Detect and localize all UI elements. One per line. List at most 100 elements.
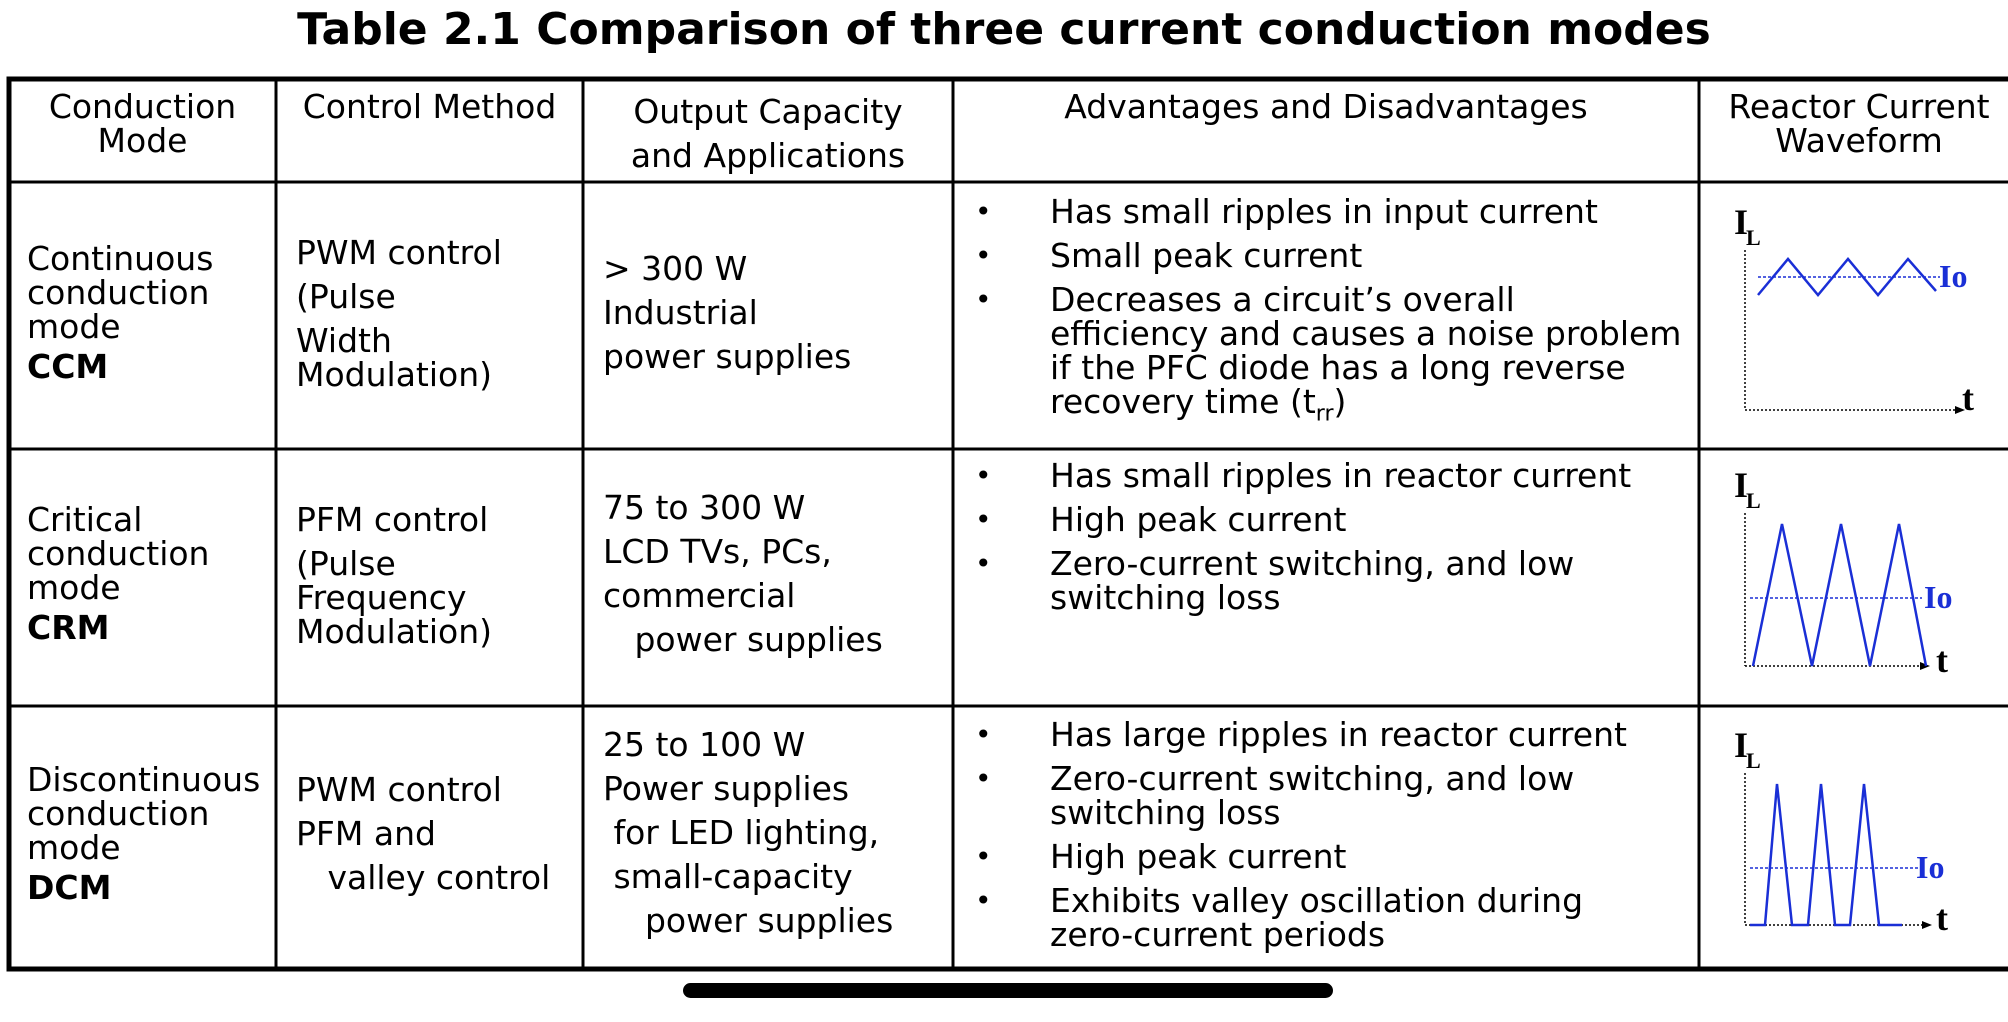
mode-line: Discontinuous bbox=[27, 760, 261, 799]
bullet-icon: • bbox=[975, 547, 992, 580]
wave-y-subscript: L bbox=[1746, 748, 1761, 773]
control-line: PWM control bbox=[296, 233, 502, 272]
bullet-text: High peak current bbox=[1050, 837, 1347, 876]
crm-waveform-chart: I L t Io bbox=[1734, 465, 1952, 680]
row-dcm-output: 25 to 100 W Power supplies for LED light… bbox=[603, 728, 948, 938]
list-item: •High peak current bbox=[953, 503, 1683, 537]
header-conduction-mode: Conduction Mode bbox=[9, 90, 276, 158]
header-waveform: Reactor Current Waveform bbox=[1699, 90, 2008, 158]
row-crm-advantages: •Has small ripples in reactor current •H… bbox=[953, 459, 1683, 625]
control-line: Width bbox=[296, 321, 392, 360]
row-ccm-control: PWM control (Pulse Width Modulation) bbox=[296, 236, 581, 392]
bullet-text: Decreases a circuit’s overall efficiency… bbox=[1050, 280, 1682, 421]
bullet-text: Has small ripples in reactor current bbox=[1050, 456, 1632, 495]
list-item: •Small peak current bbox=[953, 239, 1683, 273]
output-line: > 300 W bbox=[603, 249, 748, 288]
wave-y-subscript: L bbox=[1746, 225, 1761, 250]
mode-line: conduction bbox=[27, 273, 210, 312]
output-line: power supplies bbox=[603, 901, 894, 940]
header-output-line: and Applications bbox=[630, 136, 906, 175]
row-dcm-control: PWM control PFM and valley control bbox=[296, 773, 581, 895]
header-output-capacity: Output Capacity and Applications bbox=[583, 90, 953, 178]
control-line: Frequency bbox=[296, 578, 467, 617]
mode-abbreviation: CCM bbox=[27, 347, 109, 386]
bullet-icon: • bbox=[975, 718, 992, 751]
output-line: power supplies bbox=[603, 620, 883, 659]
mode-abbreviation: DCM bbox=[27, 868, 112, 907]
header-waveform-line: Reactor Current bbox=[1728, 87, 1990, 126]
header-waveform-line: Waveform bbox=[1775, 121, 1943, 160]
header-mode-line: Conduction bbox=[48, 87, 237, 126]
dcm-waveform-chart: I L t Io bbox=[1734, 725, 1948, 938]
bullet-text: Small peak current bbox=[1050, 236, 1363, 275]
output-line: power supplies bbox=[603, 337, 852, 376]
row-crm-control: PFM control (Pulse Frequency Modulation) bbox=[296, 503, 581, 649]
mode-line: mode bbox=[27, 828, 121, 867]
list-item: • Zero-current switching, and low switchi… bbox=[953, 547, 1683, 615]
output-line: 25 to 100 W bbox=[603, 725, 806, 764]
control-line: Modulation) bbox=[296, 355, 493, 394]
mode-line: mode bbox=[27, 307, 121, 346]
output-line: commercial bbox=[603, 576, 796, 615]
wave-average-label: Io bbox=[1916, 849, 1944, 885]
mode-line: mode bbox=[27, 568, 121, 607]
wave-x-label: t bbox=[1936, 640, 1948, 680]
control-line: (Pulse bbox=[296, 277, 396, 316]
mode-line: conduction bbox=[27, 534, 210, 573]
list-item: • Has small ripples in input current bbox=[953, 195, 1683, 229]
trr-close: ) bbox=[1333, 382, 1347, 421]
row-ccm-advantages: •Has small ripples in input current •Sma… bbox=[953, 195, 1683, 442]
header-output-line: Output Capacity bbox=[633, 92, 903, 131]
wave-x-arrow-icon bbox=[1955, 406, 1965, 414]
trr-label: (trr) bbox=[1289, 382, 1347, 427]
bullet-text: Exhibits valley oscillation during zero-… bbox=[1050, 881, 1584, 954]
output-line: LCD TVs, PCs, bbox=[603, 532, 832, 571]
list-item: • Decreases a circuit’s overall efficienc… bbox=[953, 283, 1683, 432]
control-line: Modulation) bbox=[296, 612, 493, 651]
output-line: for LED lighting, bbox=[603, 813, 880, 852]
bullet-text: Has large ripples in reactor current bbox=[1050, 715, 1627, 754]
bullet-icon: • bbox=[975, 195, 992, 228]
header-control-method: Control Method bbox=[302, 87, 557, 126]
wave-y-label: I bbox=[1734, 725, 1748, 765]
wave-current-trace bbox=[1751, 523, 1928, 667]
bullet-icon: • bbox=[975, 283, 992, 316]
row-ccm-mode: Continuous conduction mode CCM bbox=[27, 242, 272, 384]
list-item: •Zero-current switching, and low switchi… bbox=[953, 762, 1683, 830]
output-line: small-capacity bbox=[603, 857, 853, 896]
bullet-icon: • bbox=[975, 459, 992, 492]
list-item: • Has small ripples in reactor current bbox=[953, 459, 1683, 493]
wave-y-label: I bbox=[1734, 202, 1748, 242]
bullet-text: Has small ripples in input current bbox=[1050, 192, 1598, 231]
list-item: • Has large ripples in reactor current bbox=[953, 718, 1683, 752]
trr-open: (t bbox=[1289, 382, 1316, 421]
wave-average-label: Io bbox=[1924, 579, 1952, 615]
bullet-text: High peak current bbox=[1050, 500, 1347, 539]
mode-line: Critical bbox=[27, 500, 143, 539]
control-line: PFM and bbox=[296, 814, 436, 853]
mode-line: conduction bbox=[27, 794, 210, 833]
wave-y-subscript: L bbox=[1746, 488, 1761, 513]
bullet-icon: • bbox=[975, 840, 992, 873]
mode-abbreviation: CRM bbox=[27, 608, 110, 647]
wave-x-arrow-icon bbox=[1922, 921, 1932, 929]
ccm-waveform-chart: I L t Io bbox=[1734, 202, 1974, 418]
output-line: Power supplies bbox=[603, 769, 850, 808]
control-line: valley control bbox=[296, 858, 551, 897]
bullet-icon: • bbox=[975, 884, 992, 917]
bullet-text: Zero-current switching, and low switchin… bbox=[1050, 544, 1575, 617]
row-dcm-mode: Discontinuous conduction mode DCM bbox=[27, 763, 272, 905]
trr-subscript: rr bbox=[1315, 401, 1334, 427]
bullet-icon: • bbox=[975, 762, 992, 795]
wave-x-label: t bbox=[1962, 378, 1974, 418]
table-title: Table 2.1 Comparison of three current co… bbox=[297, 4, 1711, 55]
output-line: 75 to 300 W bbox=[603, 488, 806, 527]
row-dcm-advantages: • Has large ripples in reactor current •Z… bbox=[953, 718, 1683, 962]
wave-current-trace bbox=[1757, 257, 1937, 297]
row-crm-mode: Critical conduction mode CRM bbox=[27, 503, 272, 645]
list-item: • Exhibits valley oscillation during zero… bbox=[953, 884, 1683, 952]
header-mode-line: Mode bbox=[97, 121, 188, 160]
control-line: PWM control bbox=[296, 770, 502, 809]
home-indicator-bar[interactable] bbox=[683, 983, 1333, 998]
